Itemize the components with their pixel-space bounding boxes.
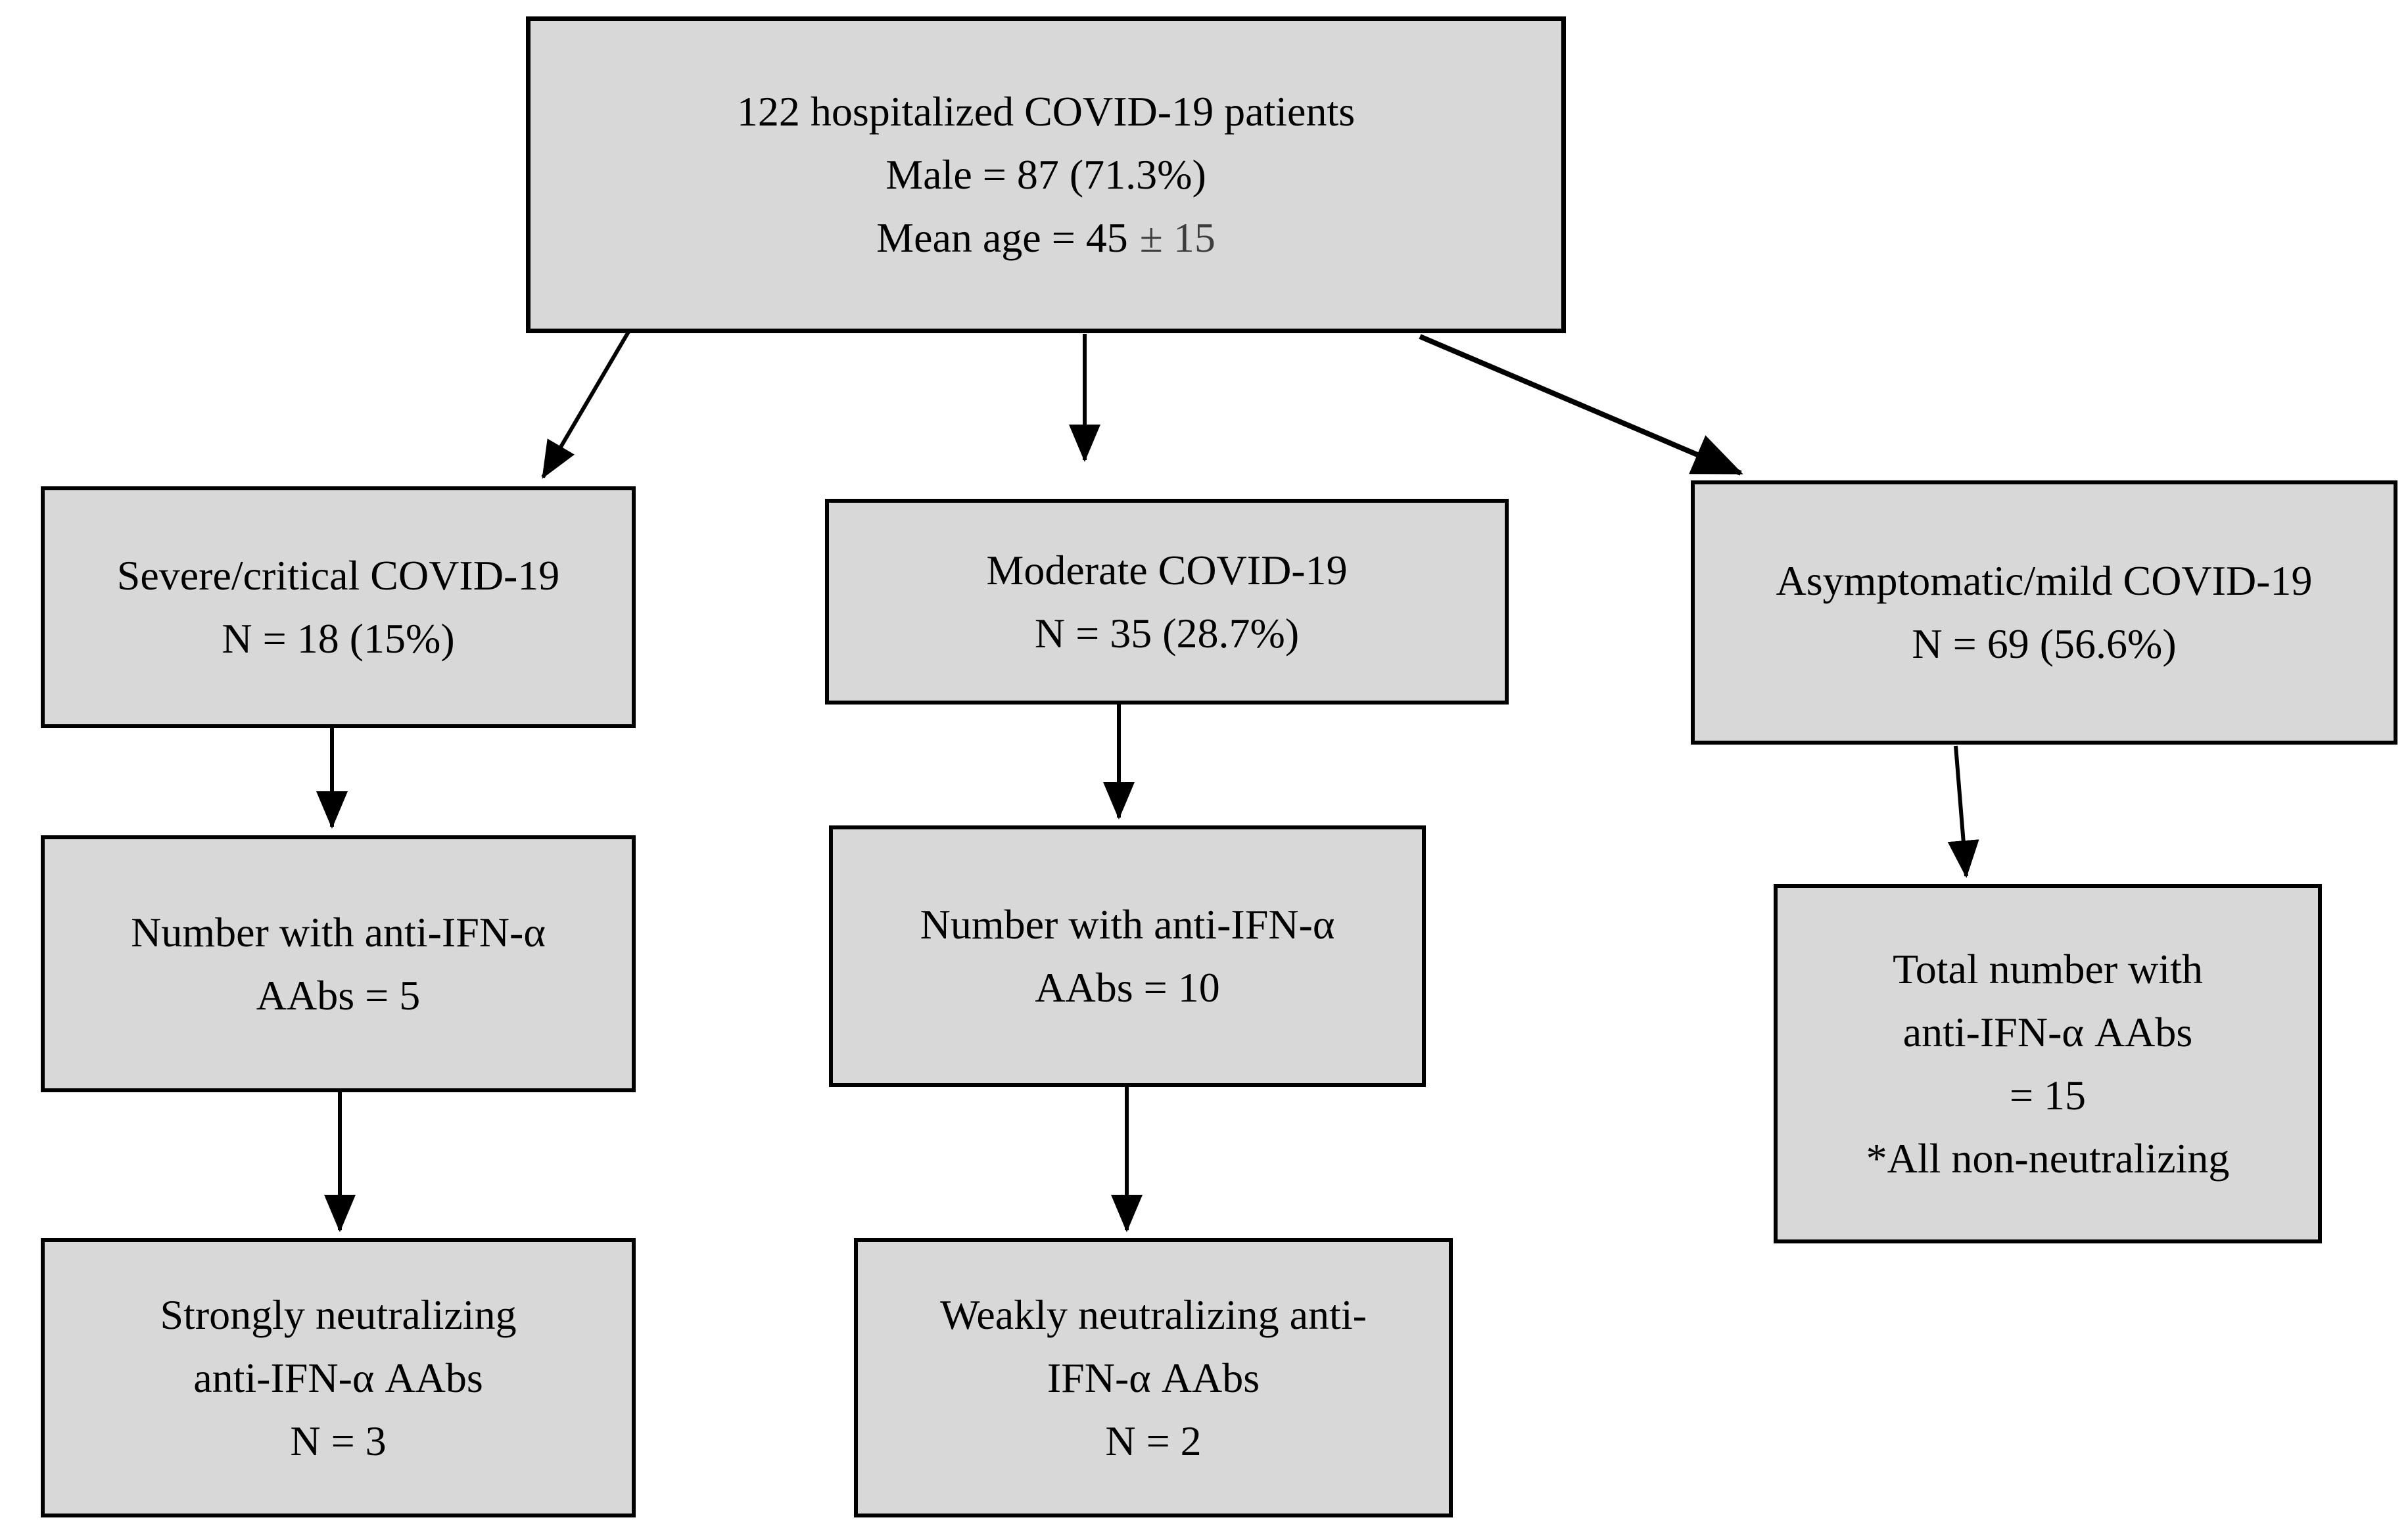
- arrow-root-to-severe: [541, 331, 630, 479]
- weakly-neutralizing-line-3: N = 2: [1105, 1417, 1202, 1464]
- root-cohort-line-1: 122 hospitalized COVID-19 patients: [736, 88, 1356, 135]
- severe-aabs-line-1: Number with anti-IFN-α: [131, 908, 546, 956]
- moderate-aabs-line-2: AAbs = 10: [1035, 964, 1220, 1011]
- box-root-cohort: 122 hospitalized COVID-19 patients Male …: [526, 16, 1566, 333]
- strongly-neutralizing-line-1: Strongly neutralizing: [160, 1291, 517, 1338]
- severe-critical-line-1: Severe/critical COVID-19: [116, 552, 560, 599]
- box-severe-critical: Severe/critical COVID-19 N = 18 (15%): [41, 486, 636, 728]
- root-cohort-line-3: Mean age = 45± 15: [531, 206, 1561, 269]
- asymptomatic-total-line-2: anti-IFN-α AAbs: [1902, 1008, 2193, 1055]
- asymptomatic-total-line-4: *All non-neutralizing: [1866, 1134, 2230, 1182]
- moderate-line-2: N = 35 (28.7%): [1034, 609, 1300, 657]
- mean-age-sd: ± 15: [1139, 214, 1216, 261]
- asymptomatic-mild-line-2: N = 69 (56.6%): [1912, 620, 2177, 667]
- asymptomatic-total-line-3: = 15: [2009, 1071, 2087, 1119]
- arrow-root-to-asymptomatic: [1419, 334, 1743, 476]
- root-cohort-line-2: Male = 87 (71.3%): [885, 151, 1206, 198]
- box-asymptomatic-total-aabs: Total number with anti-IFN-α AAbs = 15 *…: [1774, 884, 2322, 1243]
- box-moderate: Moderate COVID-19 N = 35 (28.7%): [825, 499, 1509, 705]
- strongly-neutralizing-line-2: anti-IFN-α AAbs: [193, 1354, 483, 1401]
- box-weakly-neutralizing: Weakly neutralizing anti- IFN-α AAbs N =…: [854, 1238, 1453, 1517]
- box-asymptomatic-mild: Asymptomatic/mild COVID-19 N = 69 (56.6%…: [1691, 480, 2397, 745]
- weakly-neutralizing-line-2: IFN-α AAbs: [1047, 1354, 1260, 1401]
- asymptomatic-total-line-1: Total number with: [1893, 945, 2203, 992]
- severe-aabs-line-2: AAbs = 5: [256, 971, 421, 1019]
- moderate-aabs-line-1: Number with anti-IFN-α: [920, 901, 1335, 948]
- mean-age-value: Mean age = 45: [876, 214, 1128, 261]
- moderate-line-1: Moderate COVID-19: [986, 546, 1348, 593]
- box-strongly-neutralizing: Strongly neutralizing anti-IFN-α AAbs N …: [41, 1238, 636, 1517]
- strongly-neutralizing-line-3: N = 3: [290, 1417, 387, 1464]
- arrow-asymptomatic-to-total: [1947, 745, 1979, 878]
- asymptomatic-mild-line-1: Asymptomatic/mild COVID-19: [1776, 557, 2313, 604]
- box-severe-aabs-count: Number with anti-IFN-α AAbs = 5: [41, 835, 636, 1092]
- severe-critical-line-2: N = 18 (15%): [222, 615, 455, 662]
- box-moderate-aabs-count: Number with anti-IFN-α AAbs = 10: [829, 825, 1426, 1087]
- weakly-neutralizing-line-1: Weakly neutralizing anti-: [940, 1291, 1367, 1338]
